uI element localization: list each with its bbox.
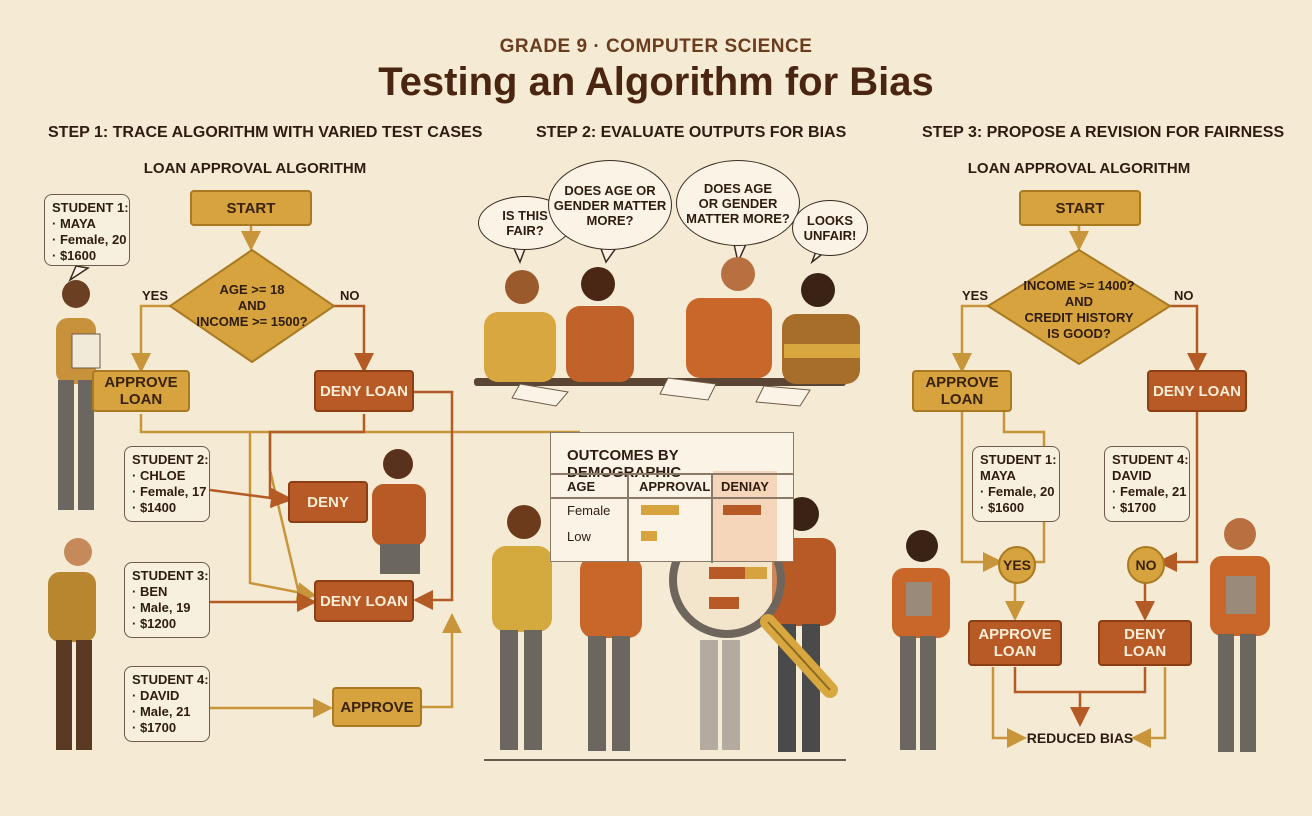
step1-deny-loan-node: DENY LOAN — [314, 370, 414, 412]
step3-student4-card: STUDENT 4:DAVID· Female, 21· $1700 — [1104, 446, 1190, 522]
table-header-denial: DENIAY — [721, 479, 769, 494]
student1-card: STUDENT 1:· MAYA· Female, 20· $1600 — [44, 194, 130, 266]
step3-student1-card: STUDENT 1:MAYA· Female, 20· $1600 — [972, 446, 1060, 522]
reduced-bias-label: REDUCED BIAS — [1026, 730, 1134, 746]
step1-start-node: START — [190, 190, 312, 226]
table-header-age: AGE — [567, 479, 596, 494]
step3-no-label: NO — [1174, 288, 1194, 303]
step3-subheading: LOAN APPROVAL ALGORITHM — [967, 160, 1191, 177]
student2-card: STUDENT 2:· CHLOE· Female, 17· $1400 — [124, 446, 210, 522]
denial-bar-female — [723, 505, 761, 515]
step1-no-label: NO — [340, 288, 360, 303]
table-row-low: Low — [567, 529, 591, 544]
approval-bar-female — [641, 505, 679, 515]
step3-connectors — [952, 225, 1207, 748]
step1-deny-loan-node-2: DENY LOAN — [314, 580, 414, 622]
outcomes-table-title: OUTCOMES BY DEMOGRAPHIC — [567, 447, 682, 481]
no-outcome-circle: NO — [1127, 546, 1165, 584]
yes-outcome-circle: YES — [998, 546, 1036, 584]
student-figures — [48, 257, 1270, 761]
student3-card: STUDENT 3:· BEN· Male, 19· $1200 — [124, 562, 210, 638]
table-header-approval: APPROVAL — [639, 479, 711, 494]
step3-heading: STEP 3: PROPOSE A REVISION FOR FAIRNESS — [922, 124, 1285, 141]
student4-card: STUDENT 4:· DAVID· Male, 21· $1700 — [124, 666, 210, 742]
step3-start-node: START — [1019, 190, 1141, 226]
step1-subheading: LOAN APPROVAL ALGORITHM — [143, 160, 367, 177]
step3-decision-diamond — [986, 248, 1172, 366]
page-title: Testing an Algorithm for Bias — [378, 60, 934, 104]
step1-decision-diamond — [168, 248, 336, 364]
step3-deny-loan-node: DENY LOAN — [1147, 370, 1247, 412]
table-row-female: Female — [567, 503, 611, 518]
magnified-bar-2 — [709, 597, 739, 609]
step1-approve-node: APPROVE — [332, 687, 422, 727]
step3-yes-label: YES — [962, 288, 989, 303]
step1-yes-label: YES — [142, 288, 169, 303]
course-label: GRADE 9 · COMPUTER SCIENCE — [499, 36, 813, 57]
step1-connectors — [131, 225, 580, 718]
step2-heading: STEP 2: EVALUATE OUTPUTS FOR BIAS — [536, 124, 847, 141]
step1-deny-node: DENY — [288, 481, 368, 523]
outcomes-table: OUTCOMES BY DEMOGRAPHIC AGE APPROVAL DEN… — [550, 432, 794, 609]
denial-column-highlight — [713, 471, 777, 561]
approval-bar-low — [641, 531, 657, 541]
step1-heading: STEP 1: TRACE ALGORITHM WITH VARIED TEST… — [48, 124, 483, 141]
